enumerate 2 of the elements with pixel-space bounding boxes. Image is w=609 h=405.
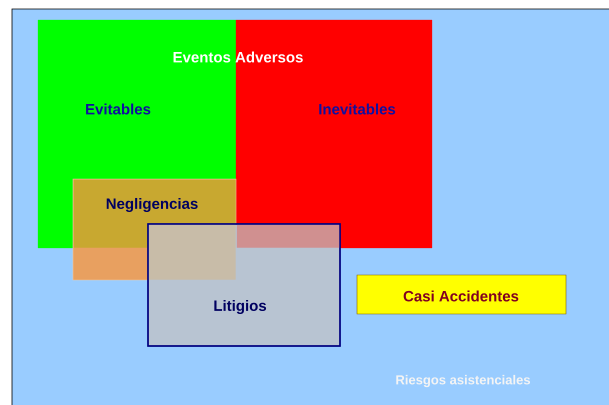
region-box: Litigios	[147, 223, 341, 347]
label-box: Casi Accidentes	[356, 274, 566, 314]
